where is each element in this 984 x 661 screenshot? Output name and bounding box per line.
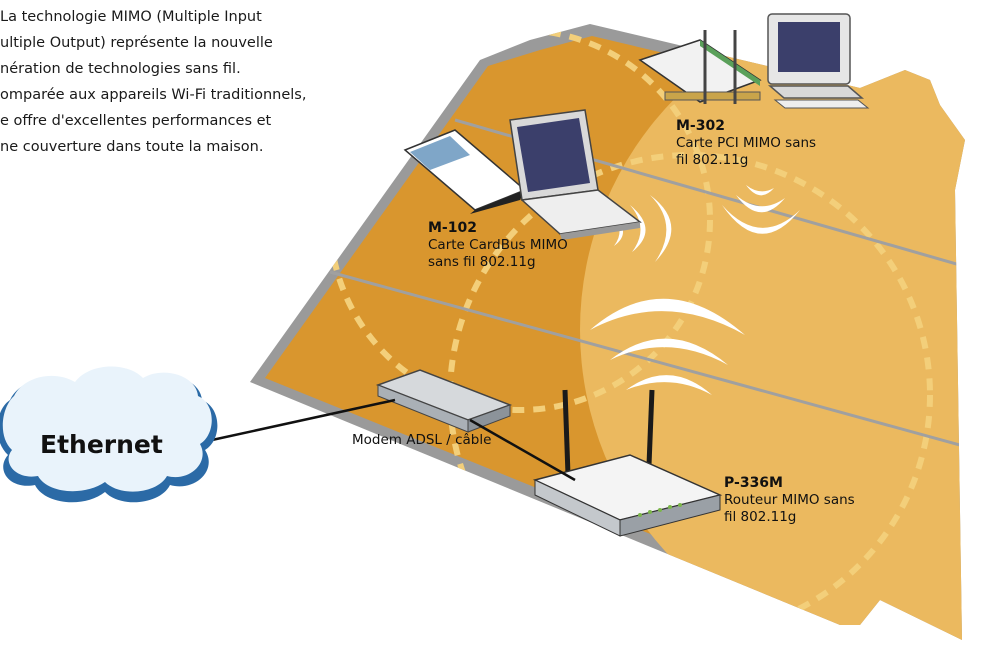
device-desc: Carte PCI MIMO sans (676, 135, 817, 151)
device-code: P-336M (724, 475, 783, 491)
intro-line: nération de technologies sans fil. (0, 61, 241, 77)
ethernet-cable (211, 398, 396, 442)
desktop-computer-icon (767, 13, 870, 109)
wifi-waves-laptop (612, 195, 672, 262)
device-code: M-102 (428, 220, 477, 236)
label-m102: M-102 Carte CardBus MIMO sans fil 802.11… (428, 220, 568, 271)
device-desc: sans fil 802.11g (428, 254, 536, 270)
device-desc: Routeur MIMO sans (724, 492, 855, 508)
device-desc: Carte CardBus MIMO (428, 237, 568, 253)
device-desc: fil 802.11g (724, 509, 797, 525)
wifi-waves-router (590, 298, 745, 395)
label-p336m: P-336M Routeur MIMO sans fil 802.11g (724, 475, 855, 526)
laptop-icon (509, 109, 642, 240)
device-desc: fil 802.11g (676, 152, 749, 168)
coverage-dashed-ring (447, 152, 933, 638)
router-icon (532, 389, 723, 537)
router-cable (469, 418, 576, 482)
pci-card-icon (638, 30, 762, 104)
device-code: M-302 (676, 118, 725, 134)
room-divider-2 (329, 270, 961, 447)
intro-line: ne couverture dans toute la maison. (0, 139, 264, 155)
modem-label: Modem ADSL / câble (352, 432, 492, 448)
intro-line: La technologie MIMO (Multiple Input (0, 9, 262, 25)
intro-text: La technologie MIMO (Multiple Input ulti… (0, 4, 380, 160)
intro-line: omparée aux appareils Wi-Fi traditionnel… (0, 87, 307, 103)
ethernet-cloud-icon (0, 366, 218, 503)
intro-line: ultiple Output) représente la nouvelle (0, 35, 273, 51)
cardbus-card-icon (403, 129, 527, 214)
wifi-waves-desktop (722, 185, 800, 234)
intro-line: e offre d'excellentes performances et (0, 113, 272, 129)
ethernet-label: Ethernet (40, 430, 163, 459)
coverage-area (580, 24, 965, 640)
label-m302: M-302 Carte PCI MIMO sans fil 802.11g (676, 118, 816, 169)
